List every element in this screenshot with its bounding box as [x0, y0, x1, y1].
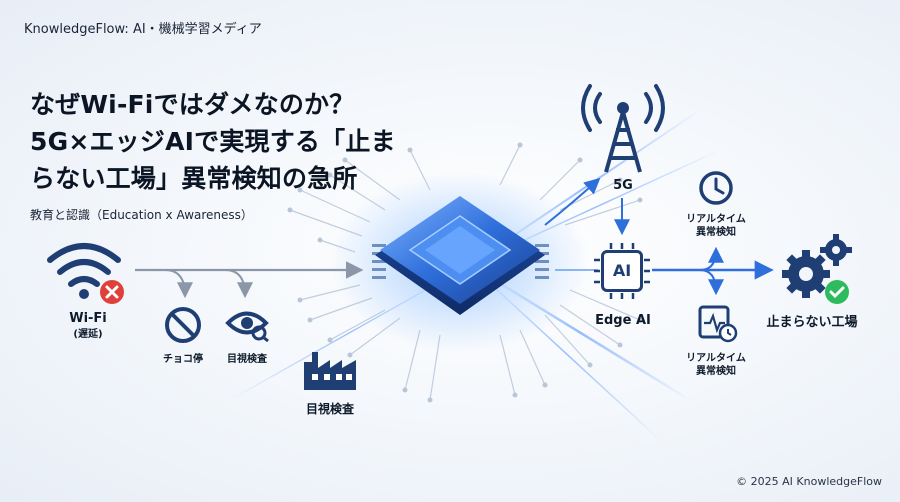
- realtime-bottom-line-1: リアルタイム: [686, 353, 746, 364]
- nonstop-factory-label: 止まらない工場: [766, 315, 858, 330]
- prohibited-icon: [165, 307, 201, 343]
- realtime-bottom-label: リアルタイム 異常検知: [676, 352, 756, 378]
- wifi-icon: [47, 243, 121, 299]
- copyright: © 2025 AI KnowledgeFlow: [736, 475, 882, 488]
- ai-chip-text: AI: [612, 261, 632, 280]
- page-title: なぜWi-Fiではダメなのか？ 5G×エッジAIで実現する「止ま らない工場」異…: [30, 86, 396, 197]
- eye-icon: [225, 311, 269, 342]
- 5g-label: 5G: [613, 178, 633, 193]
- title-line-1: なぜWi-Fiではダメなのか？: [30, 90, 355, 119]
- chip-pins-icon: [594, 243, 650, 299]
- choko-stop-label: チョコ停: [163, 354, 203, 365]
- monitor-pulse-icon: [698, 305, 738, 343]
- title-line-3: らない工場」異常検知の急所: [30, 164, 358, 193]
- wifi-label: Wi-Fi: [69, 311, 107, 326]
- edge-ai-label: Edge AI: [595, 313, 651, 328]
- gears-icon: [782, 234, 852, 298]
- check-icon: [825, 280, 849, 304]
- factory-label: 目視検査: [305, 402, 354, 416]
- cell-tower-icon: [581, 84, 665, 173]
- brand-label: KnowledgeFlow: AI・機械学習メディア: [24, 22, 262, 37]
- realtime-bottom-line-2: 異常検知: [696, 366, 736, 377]
- realtime-top-label: リアルタイム 異常検知: [676, 213, 756, 239]
- realtime-top-line-1: リアルタイム: [686, 214, 746, 225]
- ai-chip-badge: AI: [601, 250, 643, 292]
- wifi-sublabel: (遅延): [73, 329, 103, 340]
- visual-inspection-label: 目視検査: [227, 354, 267, 365]
- error-x-icon: [100, 280, 124, 304]
- factory-icon: [304, 352, 356, 390]
- title-line-2: 5G×エッジAIで実現する「止ま: [30, 127, 396, 156]
- realtime-top-line-2: 異常検知: [696, 227, 736, 238]
- clock-icon: [699, 171, 733, 205]
- subtitle: 教育と認識（Education x Awareness）: [30, 208, 253, 222]
